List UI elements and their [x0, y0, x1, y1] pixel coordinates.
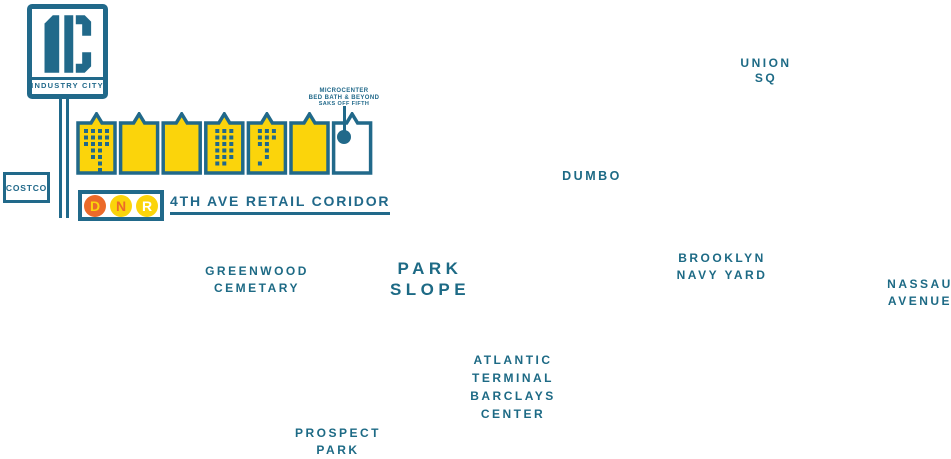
building-window	[91, 129, 95, 133]
building-window	[105, 135, 109, 140]
building-window	[264, 148, 269, 153]
industry-city-sign: INDUSTRY CITY	[27, 4, 108, 99]
subway-d-icon: D	[84, 194, 106, 217]
building-window	[257, 135, 262, 140]
map-label-nassau-avenue: NASSAU AVENUE	[887, 277, 951, 308]
store-callout-line3: SAKS OFF FIFTH	[318, 101, 370, 107]
building-window	[229, 155, 234, 159]
subway-r-icon: R	[136, 194, 158, 217]
building-shape	[161, 112, 202, 175]
building-window	[98, 148, 102, 153]
building-window	[271, 129, 276, 133]
building-window	[98, 155, 102, 159]
building-window	[215, 135, 220, 140]
building-window	[84, 142, 88, 146]
building-window	[215, 148, 220, 153]
map-label-prospect-park: PROSPECT PARK	[294, 426, 382, 457]
store-callout-line2: BED BATH & BEYOND	[308, 94, 380, 101]
building-window	[264, 129, 269, 133]
building-window	[98, 161, 102, 166]
sign-divider	[32, 77, 103, 80]
map-label-union-sq: UNION SQ	[740, 56, 792, 85]
map-label-atlantic-terminal-barclays-center: ATLANTIC TERMINAL BARCLAYS CENTER	[470, 353, 556, 421]
building-window	[98, 142, 102, 146]
building-window	[229, 129, 234, 133]
building-window	[105, 129, 109, 133]
map-label-brooklyn-navy-yard: BROOKLYN NAVY YARD	[676, 251, 768, 282]
building-window	[222, 148, 227, 153]
subway-n-icon: N	[110, 194, 132, 217]
building-window	[222, 155, 227, 159]
building-window	[98, 135, 102, 140]
building-window	[222, 161, 227, 166]
building-window	[105, 142, 109, 146]
building-window	[271, 135, 276, 140]
building-window	[264, 135, 269, 140]
map-label-dumbo: DUMBO	[562, 169, 622, 183]
building-shape	[289, 112, 330, 175]
building-window	[215, 129, 220, 133]
building-window	[215, 155, 220, 159]
store-callout: MICROCENTER BED BATH & BEYOND SAKS OFF F…	[309, 88, 380, 108]
building-window	[264, 155, 269, 159]
map-label-park-slope: PARK SLOPE	[389, 259, 471, 299]
store-callout-line1: MICROCENTER	[319, 88, 369, 94]
building-window	[91, 135, 95, 140]
building-window	[222, 135, 227, 140]
buildings-svg	[76, 112, 373, 175]
building-window	[98, 129, 102, 133]
building-window	[222, 142, 227, 146]
building-window	[91, 142, 95, 146]
building-window	[264, 142, 269, 146]
building-window	[229, 142, 234, 146]
building-window	[229, 135, 234, 140]
building-shape	[76, 112, 117, 175]
building-window	[257, 142, 262, 146]
building-window	[257, 161, 262, 166]
building-window	[91, 148, 95, 153]
location-pin-stick	[343, 106, 346, 134]
building-window	[257, 129, 262, 133]
subway-lines-box: D N R	[78, 190, 164, 221]
costco-box: COSTCO	[3, 172, 50, 203]
building-window	[229, 148, 234, 153]
ic-monogram-logo	[44, 15, 92, 73]
industry-city-label: INDUSTRY CITY	[31, 81, 104, 90]
building-window	[215, 142, 220, 146]
building-window	[98, 168, 102, 172]
costco-label: COSTCO	[5, 182, 48, 193]
building-window	[91, 155, 95, 159]
building-window	[84, 129, 88, 133]
map-label-greenwood-cemetary: GREENWOOD CEMETARY	[205, 264, 309, 295]
location-pin-icon	[337, 130, 351, 144]
retail-corridor-label: 4TH AVE RETAIL CORIDOR	[170, 193, 391, 215]
building-shape	[118, 112, 160, 175]
building-window	[222, 129, 227, 133]
building-shape	[331, 112, 373, 175]
sign-post	[59, 99, 69, 218]
building-window	[215, 161, 220, 166]
building-window	[84, 135, 88, 140]
